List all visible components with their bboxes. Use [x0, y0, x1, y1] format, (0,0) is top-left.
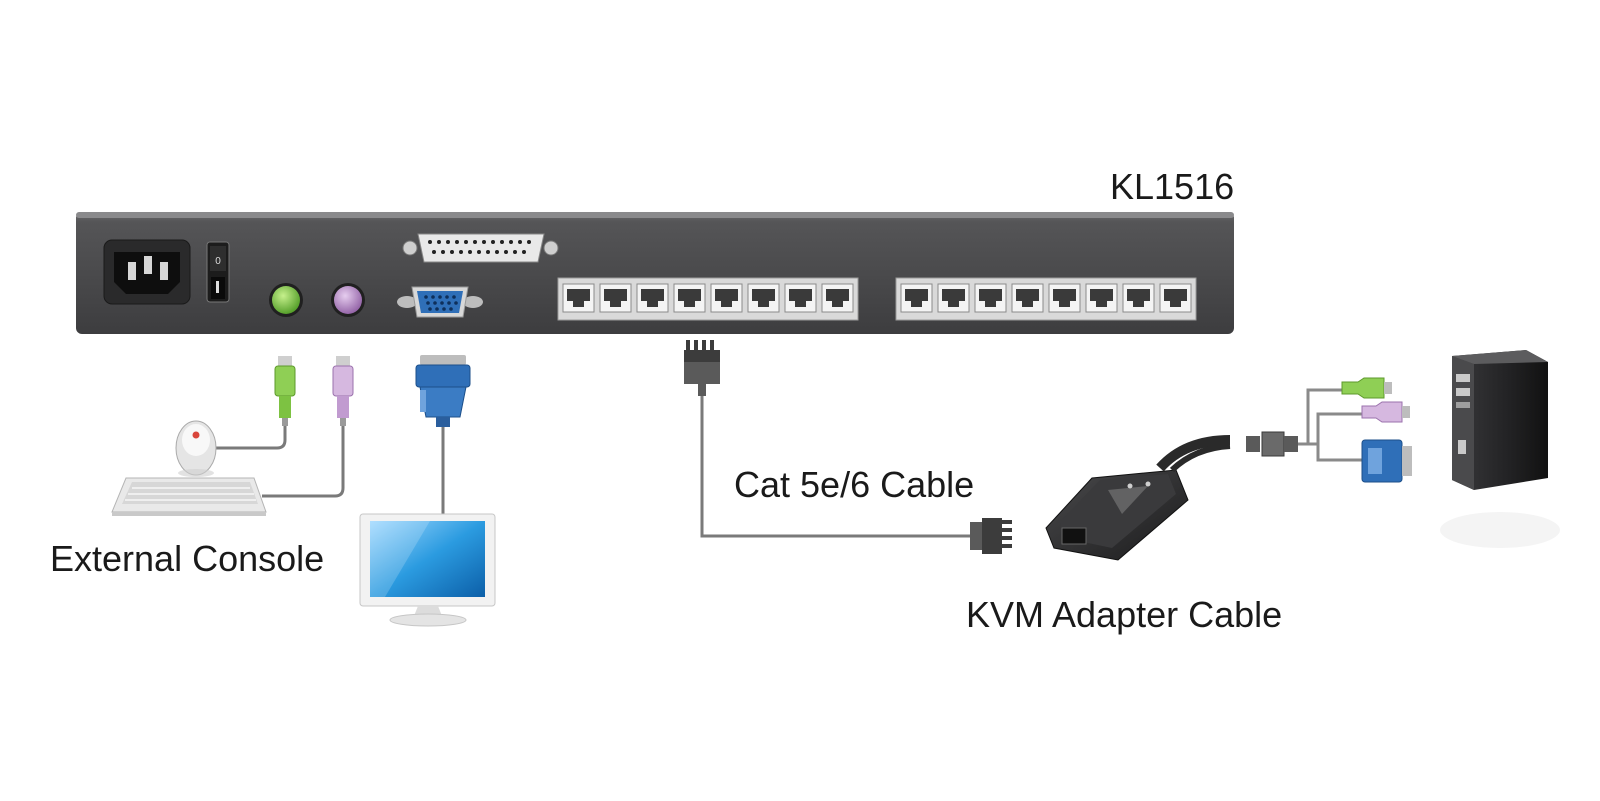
rj45-port-icon: [599, 283, 632, 313]
vga-plug-icon: [415, 355, 471, 427]
power-socket-icon: [103, 239, 191, 305]
rj45-port-bank-2: [895, 277, 1197, 321]
rj45-port-icon: [1048, 283, 1081, 313]
rj45-port-icon: [784, 283, 817, 313]
rj45-port-icon: [900, 283, 933, 313]
device-model-label: KL1516: [1110, 166, 1235, 207]
rj45-port-icon: [974, 283, 1007, 313]
mouse-icon: [175, 420, 217, 477]
cat-cable-label: Cat 5e/6 Cable: [734, 464, 975, 505]
serial-port-icon: [402, 233, 559, 263]
rj45-port-icon: [673, 283, 706, 313]
rj45-port-icon: [710, 283, 743, 313]
power-switch-icon: 0: [206, 241, 230, 303]
rj45-port-icon: [747, 283, 780, 313]
ps2-green-port-icon: [269, 283, 303, 317]
ps2-purple-port-icon: [331, 283, 365, 317]
kvm-adapter-icon: [1045, 435, 1231, 561]
svg-text:0: 0: [215, 256, 221, 267]
adapter-vga-plug-icon: [1361, 439, 1412, 483]
ps2-purple-plug-icon: [332, 356, 354, 426]
rj45-port-bank-1: [557, 277, 859, 321]
cat-cable: [700, 396, 970, 538]
rj45-port-icon: [1011, 283, 1044, 313]
computer-tower-icon: [1440, 350, 1560, 548]
rj45-plug-top-icon: [684, 340, 720, 396]
rj45-port-icon: [636, 283, 669, 313]
keyboard-icon: [111, 477, 267, 516]
kvm-adapter-label: KVM Adapter Cable: [966, 594, 1283, 635]
rj45-port-icon: [562, 283, 595, 313]
mouse-cable: [214, 426, 287, 450]
vga-port-icon: [397, 286, 483, 318]
rj45-port-icon: [937, 283, 970, 313]
adapter-splitter-icon: [1246, 388, 1362, 462]
rj45-port-icon: [1122, 283, 1155, 313]
adapter-ps2-purple-plug-icon: [1361, 401, 1410, 423]
rj45-port-icon: [1159, 283, 1192, 313]
monitor-icon: [359, 513, 496, 627]
rj45-port-icon: [1085, 283, 1118, 313]
external-console-label: External Console: [50, 538, 325, 579]
adapter-ps2-green-plug-icon: [1341, 377, 1392, 399]
rj45-plug-end-icon: [970, 518, 1012, 554]
ps2-green-plug-icon: [274, 356, 296, 426]
keyboard-cable: [262, 426, 345, 498]
rj45-port-icon: [821, 283, 854, 313]
